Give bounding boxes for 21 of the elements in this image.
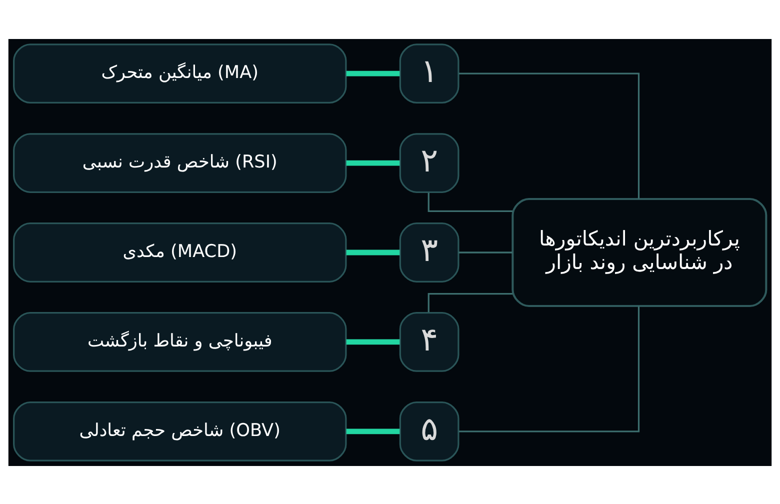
connector bbox=[346, 249, 400, 255]
node-box: میانگین متحرک (MA) bbox=[13, 43, 347, 104]
node-box: ۳ bbox=[399, 222, 460, 282]
connector bbox=[346, 70, 400, 76]
node-box: فیبوناچی و نقاط بازگشت bbox=[13, 312, 347, 372]
connector bbox=[458, 72, 640, 198]
connector bbox=[428, 192, 513, 212]
node-box: ۴ bbox=[399, 312, 460, 372]
node-box: شاخص قدرت نسبی (RSI) bbox=[13, 132, 347, 192]
node-box: ۲ bbox=[399, 132, 460, 192]
connector bbox=[458, 306, 640, 432]
connector bbox=[346, 428, 400, 434]
node-box: ۱ bbox=[399, 43, 460, 104]
node-box: ۵ bbox=[399, 400, 460, 461]
connector bbox=[458, 251, 512, 253]
connector bbox=[346, 160, 400, 166]
node-box: پرکاربردترین اندیکاتورها در شناسایی روند بازار bbox=[512, 197, 768, 307]
node-box: شاخص حجم تعادلی (OBV) bbox=[13, 400, 347, 461]
connector bbox=[428, 292, 513, 312]
connector bbox=[346, 338, 400, 344]
node-box: مکدی (MACD) bbox=[13, 222, 347, 282]
